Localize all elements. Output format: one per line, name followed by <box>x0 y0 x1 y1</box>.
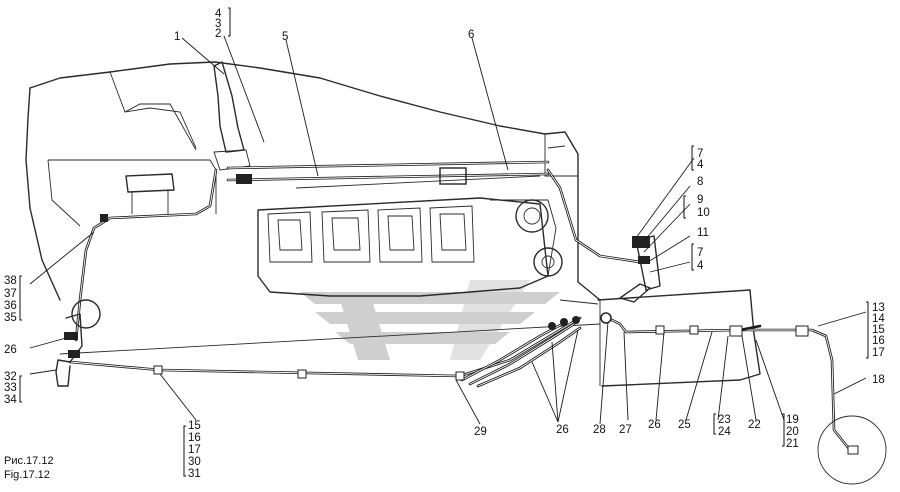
callout-23: 23 <box>718 414 731 426</box>
callout-13: 13 <box>872 302 885 314</box>
pipelines <box>68 160 852 452</box>
callout-36: 36 <box>4 300 17 312</box>
caption-en: Fig.17.12 <box>4 469 50 481</box>
shift-tower <box>213 61 251 171</box>
callout-10: 10 <box>697 207 710 219</box>
callout-6: 6 <box>468 29 474 41</box>
engine-block <box>257 175 563 297</box>
callout-20: 20 <box>786 426 799 438</box>
callout-15-right: 15 <box>872 324 885 336</box>
callout-31: 31 <box>188 468 201 480</box>
group-brackets <box>19 7 869 477</box>
callout-32: 32 <box>4 371 17 383</box>
callout-25: 25 <box>678 419 691 431</box>
callout-17-right: 17 <box>872 347 885 359</box>
callout-21: 21 <box>786 438 799 450</box>
caption-ru: Рис.17.12 <box>4 455 54 467</box>
callout-19: 19 <box>786 414 799 426</box>
callout-2: 2 <box>215 28 221 40</box>
leader-lines <box>29 35 867 425</box>
callout-14-right: 14 <box>872 313 885 325</box>
callout-17-bottom: 17 <box>188 444 201 456</box>
callout-26-bundle: 26 <box>556 424 569 436</box>
callout-26-right: 26 <box>648 419 661 431</box>
callout-15-bottom: 15 <box>188 420 201 432</box>
callout-29: 29 <box>474 426 487 438</box>
fittings <box>100 167 859 455</box>
callout-8: 8 <box>697 176 703 188</box>
callout-27: 27 <box>619 424 632 436</box>
callout-33: 33 <box>4 382 17 394</box>
callout-24: 24 <box>718 426 731 438</box>
detail-circle <box>817 415 887 485</box>
callout-11: 11 <box>697 227 709 239</box>
callout-16-bottom: 16 <box>188 432 201 444</box>
callout-38: 38 <box>4 275 17 287</box>
callout-34: 34 <box>4 394 17 406</box>
cab-outline <box>25 61 601 301</box>
callout-35: 35 <box>4 312 17 324</box>
callout-3-top: 3 <box>215 18 221 30</box>
callout-7-upper: 7 <box>697 148 703 160</box>
callout-5: 5 <box>282 31 288 43</box>
callout-30: 30 <box>188 456 201 468</box>
tank <box>125 173 175 214</box>
master-cylinder <box>55 299 101 387</box>
callout-18: 18 <box>872 374 885 386</box>
callout-4-lower: 4 <box>697 260 704 272</box>
callout-7-lower: 7 <box>697 247 703 259</box>
callout-26-left: 26 <box>4 344 17 356</box>
callout-37: 37 <box>4 288 17 300</box>
callout-4-upper: 4 <box>697 159 704 171</box>
callout-16-right: 16 <box>872 335 885 347</box>
callout-28: 28 <box>593 424 606 436</box>
frame-rail <box>59 289 761 387</box>
watermark-logo <box>300 280 560 360</box>
callout-1: 1 <box>174 31 180 43</box>
figure-caption: Рис.17.12 Fig.17.12 <box>4 455 54 481</box>
callout-9: 9 <box>697 194 703 206</box>
callout-4-top: 4 <box>215 8 222 20</box>
callout-labels: 1 4 3 2 5 6 7 4 8 9 10 11 7 4 13 14 15 1… <box>4 8 885 480</box>
callout-22: 22 <box>748 419 761 431</box>
